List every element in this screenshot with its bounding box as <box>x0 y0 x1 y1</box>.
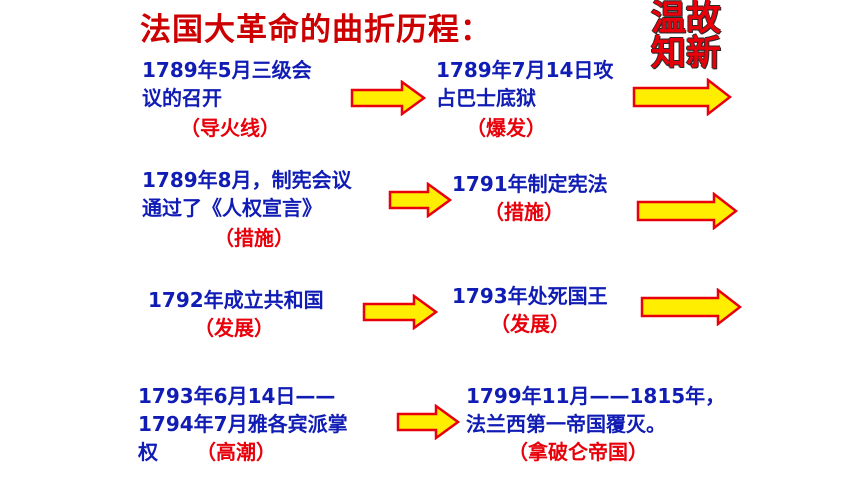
event-line: 权 <box>138 440 158 464</box>
event-line: 1789年5月三级会 <box>142 58 312 82</box>
right-arrow-icon <box>640 288 742 326</box>
right-arrow-icon <box>362 294 438 330</box>
event-line: 1793年处死国王 <box>452 284 608 308</box>
event-1799-first-empire: 1799年11月——1815年， 法兰西第一帝国覆灭。 <box>466 382 725 438</box>
event-tag: （发展） <box>194 316 274 340</box>
page-title: 法国大革命的曲折历程： <box>140 12 492 48</box>
event-1793-jacobin: 1793年6月14日—— 1794年7月雅各宾派掌 权 <box>138 382 348 466</box>
event-1792-republic: 1792年成立共和国 <box>148 286 324 314</box>
right-arrow-icon <box>636 192 738 230</box>
event-line: 1791年制定宪法 <box>452 172 608 196</box>
event-tag: （发展） <box>490 312 570 336</box>
event-tag: （导火线） <box>180 116 280 140</box>
event-line: 法兰西第一帝国覆灭。 <box>466 412 666 436</box>
event-line: 通过了《人权宣言》 <box>142 196 322 220</box>
event-1789-bastille: 1789年7月14日攻 占巴士底狱 <box>436 56 613 112</box>
event-line: 1792年成立共和国 <box>148 288 324 312</box>
event-1789-estates-general: 1789年5月三级会 议的召开 <box>142 56 312 112</box>
event-tag: （爆发） <box>466 116 546 140</box>
badge-line-1: 温故 <box>650 0 721 39</box>
event-tag: （措施） <box>214 226 294 250</box>
event-line: 1793年6月14日—— <box>138 384 336 408</box>
badge-line-2: 知新 <box>650 34 721 74</box>
right-arrow-icon <box>396 404 460 440</box>
event-line: 1789年7月14日攻 <box>436 58 614 82</box>
right-arrow-icon <box>632 78 732 116</box>
event-line: 1789年8月，制宪会议 <box>142 168 352 192</box>
event-1791-constitution: 1791年制定宪法 <box>452 170 608 198</box>
event-1789-declaration: 1789年8月，制宪会议 通过了《人权宣言》 <box>142 166 352 222</box>
event-line: 1794年7月雅各宾派掌 <box>138 412 348 436</box>
event-tag: （高潮） <box>196 440 276 464</box>
event-tag: （拿破仑帝国） <box>508 440 648 464</box>
review-badge: 温故 知新 <box>630 2 742 72</box>
right-arrow-icon <box>350 80 426 116</box>
event-line: 占巴士底狱 <box>436 86 536 110</box>
event-line: 1799年11月——1815年， <box>466 384 726 408</box>
event-tag: （措施） <box>484 200 564 224</box>
event-1793-king-executed: 1793年处死国王 <box>452 282 608 310</box>
event-line: 议的召开 <box>142 86 222 110</box>
right-arrow-icon <box>388 182 452 218</box>
